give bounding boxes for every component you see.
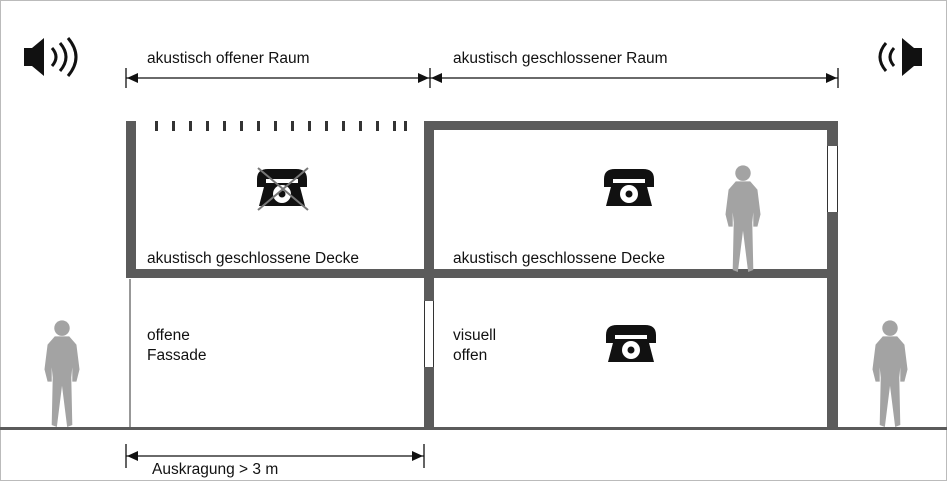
center-lower-wall-bottom xyxy=(424,367,434,428)
dimension-closed-room xyxy=(430,68,839,88)
label-cantilever: Auskragung > 3 m xyxy=(152,461,278,478)
person-right-outside-icon xyxy=(872,320,908,427)
upper-right-roof-slab xyxy=(424,121,838,130)
label-open-facade-line2: Fassade xyxy=(147,347,206,364)
person-left-outside-icon xyxy=(44,320,80,427)
building-section xyxy=(126,121,838,428)
right-lower-wall xyxy=(827,277,838,428)
label-visual-open-line2: offen xyxy=(453,347,487,364)
right-upper-wall-top xyxy=(827,121,838,146)
label-open-facade-line1: offene xyxy=(147,327,190,344)
center-lower-wall-top xyxy=(424,277,434,301)
speaker-right-icon xyxy=(878,38,922,76)
dimension-cantilever xyxy=(125,444,425,468)
center-upper-wall xyxy=(424,121,434,277)
label-visual-open-line1: visuell xyxy=(453,327,496,344)
label-open-room: akustisch offener Raum xyxy=(147,50,310,67)
phone-upper-right-icon xyxy=(604,169,654,206)
label-closed-ceiling-right: akustisch geschlossene Decke xyxy=(453,250,665,267)
window-openings xyxy=(424,146,838,367)
person-upper-floor-icon xyxy=(725,165,761,272)
right-upper-wall-bottom xyxy=(827,212,838,272)
label-closed-ceiling-left: akustisch geschlossene Decke xyxy=(147,250,359,267)
upper-left-wall xyxy=(126,121,136,277)
phone-lower-right-icon xyxy=(606,325,656,362)
floor-slab xyxy=(126,269,838,278)
ground-line xyxy=(0,427,947,430)
open-ceiling-slats xyxy=(155,121,407,131)
label-closed-room: akustisch geschlossener Raum xyxy=(453,50,668,67)
dimension-open-room xyxy=(125,68,431,88)
speaker-left-icon xyxy=(24,37,78,77)
phone-crossed-icon xyxy=(257,167,309,211)
